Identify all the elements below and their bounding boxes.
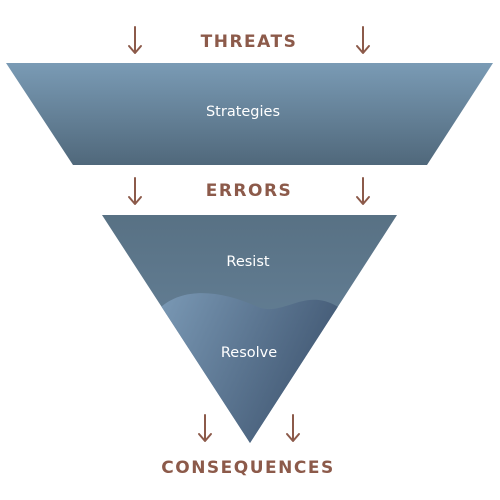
errors-heading: ERRORS [206,181,293,201]
consequences-heading: CONSEQUENCES [161,458,334,478]
resolve-label: Resolve [221,345,277,361]
resolve-region [150,293,345,443]
down-arrow-icon [286,414,300,442]
down-arrow-icon [198,414,212,442]
down-arrow-icon [128,177,142,205]
down-arrow-icon [356,26,370,54]
resist-label: Resist [226,254,269,270]
down-arrow-icon [128,26,142,54]
down-arrow-icon [356,177,370,205]
strategies-trapezoid [6,63,493,165]
threats-heading: THREATS [201,32,298,52]
strategies-label: Strategies [206,104,280,120]
